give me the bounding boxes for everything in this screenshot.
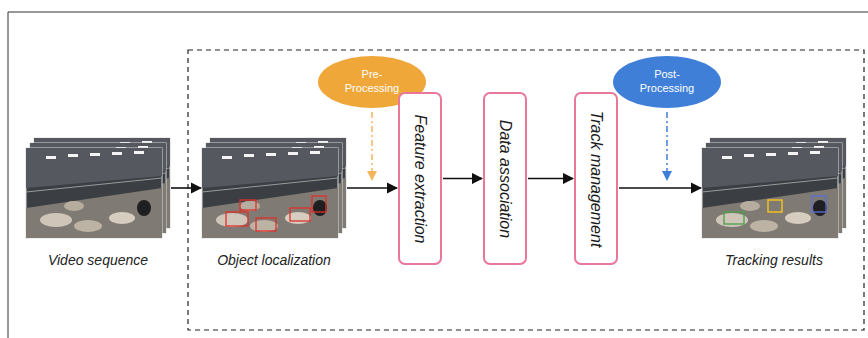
post-processing-leader [666, 112, 668, 180]
caption: Tracking results [725, 252, 823, 268]
flow-arrow [443, 178, 482, 180]
flow-arrow [171, 187, 201, 189]
flow-arrow [347, 187, 397, 189]
outer-frame [8, 12, 9, 338]
video-frames [26, 138, 170, 238]
image-stack: Object localization [202, 138, 346, 238]
node-label: Post-Processing [634, 68, 700, 96]
node-label: Feature extraction [411, 114, 429, 243]
process-box: Data association [483, 92, 527, 265]
caption: Object localization [217, 252, 331, 268]
dashed-frame [188, 50, 864, 330]
node-label: Data association [496, 119, 514, 237]
outer-frame [8, 12, 868, 13]
localization-frames [202, 138, 346, 238]
caption: Video sequence [48, 252, 148, 268]
flow-arrow [528, 178, 573, 180]
process-box: Track management [574, 92, 618, 265]
pre-processing-leader [371, 112, 373, 180]
process-ellipse: Post-Processing [612, 55, 722, 109]
image-stack: Tracking results [702, 138, 846, 238]
node-label: Pre-Processing [339, 68, 405, 96]
node-label: Track management [587, 110, 605, 247]
flow-arrow [619, 187, 701, 189]
result-frames [702, 138, 846, 238]
image-stack: Video sequence [26, 138, 170, 238]
process-box: Feature extraction [398, 92, 442, 265]
